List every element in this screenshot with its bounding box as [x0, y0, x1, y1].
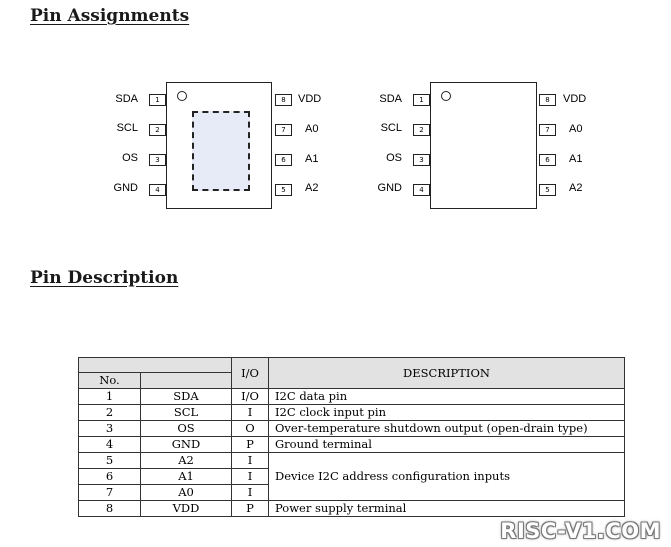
pin-label-right: VDD [298, 93, 322, 105]
header-io: I/O [231, 357, 269, 389]
pin-number: 6 [539, 154, 556, 166]
pin-label-left: SCL [380, 122, 402, 134]
pin-label-left: SDA [115, 93, 138, 105]
table-row: 2 SCL I I2C clock input pin [78, 404, 625, 421]
cell-io: P [231, 500, 269, 517]
table-row: 8 VDD P Power supply terminal [78, 500, 625, 517]
cell-description: Ground terminal [268, 436, 625, 453]
table-row: 5 A2 I Device I2C address configuration … [78, 452, 625, 501]
cell-no: 4 [78, 436, 141, 453]
cell-no: 8 [78, 500, 141, 517]
cell-io: I [231, 484, 269, 501]
cell-description: I2C clock input pin [268, 404, 625, 421]
cell-name: SDA [140, 388, 232, 405]
header-name-blank [140, 372, 232, 389]
cell-name: A1 [140, 468, 232, 485]
cell-name: GND [140, 436, 232, 453]
watermark: RISC-V1.COM [500, 519, 661, 543]
cell-io: O [231, 420, 269, 437]
table-row: 7 A0 I [78, 484, 625, 501]
table-row: 1 SDA I/O I2C data pin [78, 388, 625, 405]
cell-io: I [231, 404, 269, 421]
header-description: DESCRIPTION [268, 357, 625, 389]
pin1-marker-icon [441, 91, 451, 101]
cell-description: Power supply terminal [268, 500, 625, 517]
cell-no: 7 [78, 484, 141, 501]
pin-label-right: A0 [305, 123, 319, 135]
cell-description-merged: Device I2C address configuration inputs [268, 452, 625, 501]
pin-label-left: OS [386, 152, 402, 164]
cell-io: I/O [231, 388, 269, 405]
cell-description: Over-temperature shutdown output (open-d… [268, 420, 625, 437]
pin-number: 3 [413, 154, 430, 166]
table-row: 6 A1 I [78, 468, 625, 485]
cell-no: 3 [78, 420, 141, 437]
pin-assignments-heading: Pin Assignments [30, 6, 190, 26]
pin-label-right: A2 [305, 182, 319, 194]
pin-label-right: VDD [563, 93, 587, 105]
pin-number: 5 [275, 184, 292, 196]
table-row: 4 GND P Ground terminal [78, 436, 625, 453]
exposed-pad [192, 111, 250, 191]
pin-number: 1 [413, 94, 430, 106]
cell-io: I [231, 452, 269, 469]
pin-label-left: GND [113, 182, 138, 194]
pin-label-left: GND [377, 182, 402, 194]
pin-number: 2 [413, 124, 430, 136]
pin-description-table: I/O DESCRIPTION No. 1 SDA I/O I2C data p… [78, 357, 625, 517]
pin-number: 8 [539, 94, 556, 106]
cell-no: 1 [78, 388, 141, 405]
cell-name: OS [140, 420, 232, 437]
pin-label-right: A2 [569, 182, 583, 194]
cell-description: I2C data pin [268, 388, 625, 405]
pin-number: 4 [413, 184, 430, 196]
pin-label-left: SCL [116, 122, 138, 134]
cell-name: A2 [140, 452, 232, 469]
pin-number: 5 [539, 184, 556, 196]
chip-body [430, 82, 537, 209]
pin-number: 1 [149, 94, 166, 106]
cell-no: 2 [78, 404, 141, 421]
pin-number: 4 [149, 184, 166, 196]
pin-label-right: A1 [569, 153, 583, 165]
pin-number: 7 [539, 124, 556, 136]
cell-name: A0 [140, 484, 232, 501]
cell-io: I [231, 468, 269, 485]
pin-number: 3 [149, 154, 166, 166]
cell-name: SCL [140, 404, 232, 421]
cell-io: P [231, 436, 269, 453]
pin1-marker-icon [177, 91, 187, 101]
cell-name: VDD [140, 500, 232, 517]
pin-number: 6 [275, 154, 292, 166]
pin-label-left: SDA [379, 93, 402, 105]
pin-number: 7 [275, 124, 292, 136]
pin-label-right: A1 [305, 153, 319, 165]
pin-label-left: OS [122, 152, 138, 164]
pin-description-heading: Pin Description [30, 268, 179, 288]
pin-label-right: A0 [569, 123, 583, 135]
table-header-blank [78, 357, 232, 373]
pin-number: 8 [275, 94, 292, 106]
table-row: 3 OS O Over-temperature shutdown output … [78, 420, 625, 437]
pin-number: 2 [149, 124, 166, 136]
cell-no: 5 [78, 452, 141, 469]
cell-no: 6 [78, 468, 141, 485]
header-no: No. [78, 372, 141, 389]
